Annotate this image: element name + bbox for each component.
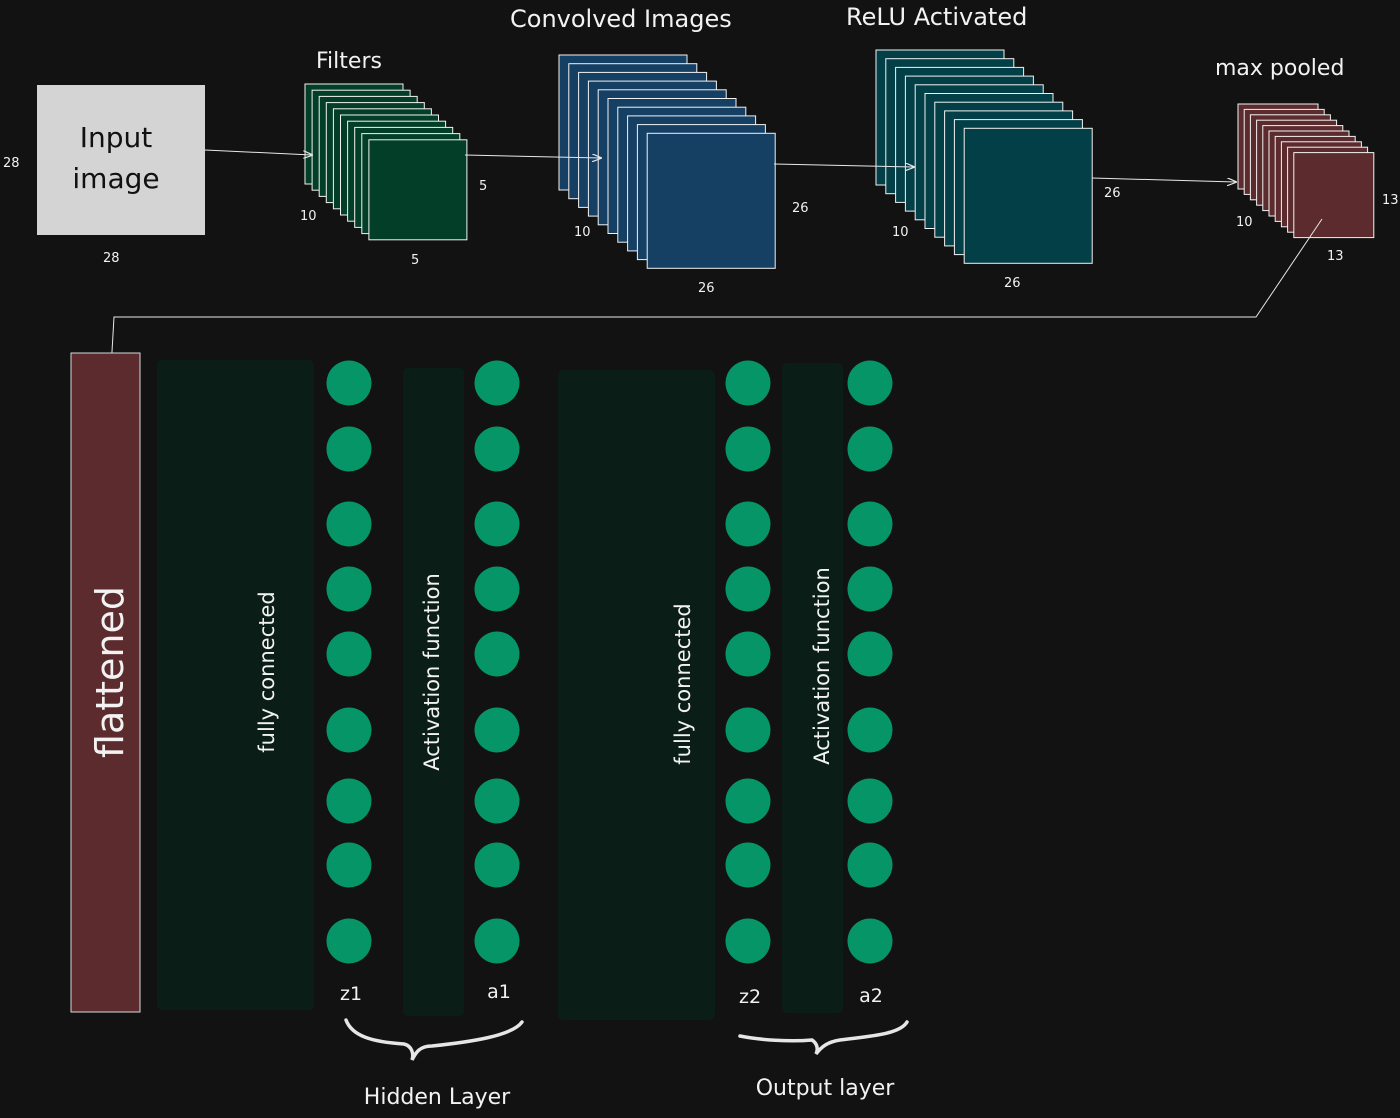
a1-neuron-4 [474,566,520,612]
output-layer-brace [738,1020,909,1056]
z1-neuron-1 [326,360,372,406]
arrow-relu-to-maxpool [1091,177,1236,182]
output-layer-label: Output layer [756,1076,896,1101]
filters-count-label: 10 [300,209,317,224]
z2-label: z2 [739,986,761,1008]
z2-neuron-6 [725,707,771,753]
neuron-column-z2 [725,360,771,964]
a2-neuron-6 [847,707,893,753]
a2-neuron-7 [847,778,893,824]
arrow-input-to-filters [204,149,312,155]
output-activation-label: Activation function [810,567,834,765]
pooled-slice-layer-10 [1293,152,1375,239]
a1-neuron-7 [474,778,520,824]
a2-neuron-1 [847,360,893,406]
z1-neuron-6 [326,707,372,753]
hidden-activation-panel-bg [403,368,464,1016]
maxpool-width-label: 13 [1327,249,1344,264]
z2-neuron-1 [725,360,771,406]
convolved-height-label: 26 [792,201,809,216]
a1-neuron-9 [474,918,520,964]
hidden-layer-label: Hidden Layer [364,1085,511,1110]
z2-neuron-3 [725,501,771,547]
maxpool-header: max pooled [1215,56,1344,81]
output-fc-panel-bg [558,370,715,1020]
convolved-count-label: 10 [574,225,591,240]
flattened-bar [70,352,141,1013]
a1-neuron-8 [474,842,520,888]
convolved-stack [558,54,776,269]
a1-neuron-2 [474,426,520,472]
relu-slice-layer-10 [963,127,1093,264]
input-image-label-line2: image [72,162,159,195]
a2-neuron-2 [847,426,893,472]
output-activation-panel: Activation function [782,363,843,1013]
hidden-activation-label: Activation function [420,573,444,771]
filter-slice-layer-10 [368,139,468,241]
input-height-label: 28 [3,156,20,171]
relu-header: ReLU Activated [846,3,1027,31]
z2-neuron-8 [725,842,771,888]
maxpool-count-label: 10 [1236,215,1253,230]
input-image-square [37,85,205,235]
z2-neuron-2 [725,426,771,472]
filters-stack [304,83,468,241]
relu-height-label: 26 [1104,186,1121,201]
a2-neuron-9 [847,918,893,964]
filters-height-label: 5 [479,179,487,194]
z2-neuron-5 [725,631,771,677]
a1-label: a1 [487,981,511,1003]
hidden-fc-panel-bg [157,360,314,1010]
z1-neuron-3 [326,501,372,547]
flattened-label: flattened [88,586,132,758]
filters-width-label: 5 [411,253,419,268]
flattened-layer: flattened [70,352,141,1013]
convolved-slice-layer-10 [646,132,776,269]
hidden-layer-brace [344,1018,524,1061]
z2-neuron-9 [725,918,771,964]
a2-label: a2 [859,985,883,1007]
relu-count-label: 10 [892,225,909,240]
convolved-header: Convolved Images [510,5,732,33]
filters-header: Filters [316,49,382,74]
convolved-width-label: 26 [698,281,715,296]
z1-neuron-7 [326,778,372,824]
hidden-fc-label: fully connected [255,591,279,752]
maxpool-stack [1237,103,1375,239]
input-image-block: Input image 28 28 [3,85,205,266]
z1-neuron-9 [326,918,372,964]
neuron-column-z1 [326,360,372,964]
hidden-activation-panel: Activation function [403,368,464,1016]
relu-stack [875,49,1093,264]
a2-neuron-4 [847,566,893,612]
a2-neuron-5 [847,631,893,677]
a1-neuron-3 [474,501,520,547]
z2-neuron-7 [725,778,771,824]
output-fc-panel: fully connected [558,370,715,1020]
arrow-convolved-to-relu [773,164,914,167]
z2-neuron-4 [725,566,771,612]
neuron-column-a1 [474,360,520,964]
input-image-label-line1: Input [80,121,153,154]
z1-neuron-2 [326,426,372,472]
output-fc-label: fully connected [671,603,695,764]
output-activation-panel-bg [782,363,843,1013]
neuron-column-a2 [847,360,893,964]
z1-neuron-8 [326,842,372,888]
hidden-fc-panel: fully connected [157,360,314,1010]
a2-neuron-8 [847,842,893,888]
a1-neuron-6 [474,707,520,753]
relu-width-label: 26 [1004,276,1021,291]
arrow-filters-to-convolved [464,155,601,158]
a2-neuron-3 [847,501,893,547]
z1-neuron-4 [326,566,372,612]
z1-neuron-5 [326,631,372,677]
a1-neuron-1 [474,360,520,406]
z1-label: z1 [340,983,362,1005]
maxpool-height-label: 13 [1382,193,1399,208]
input-width-label: 28 [103,251,120,266]
a1-neuron-5 [474,631,520,677]
